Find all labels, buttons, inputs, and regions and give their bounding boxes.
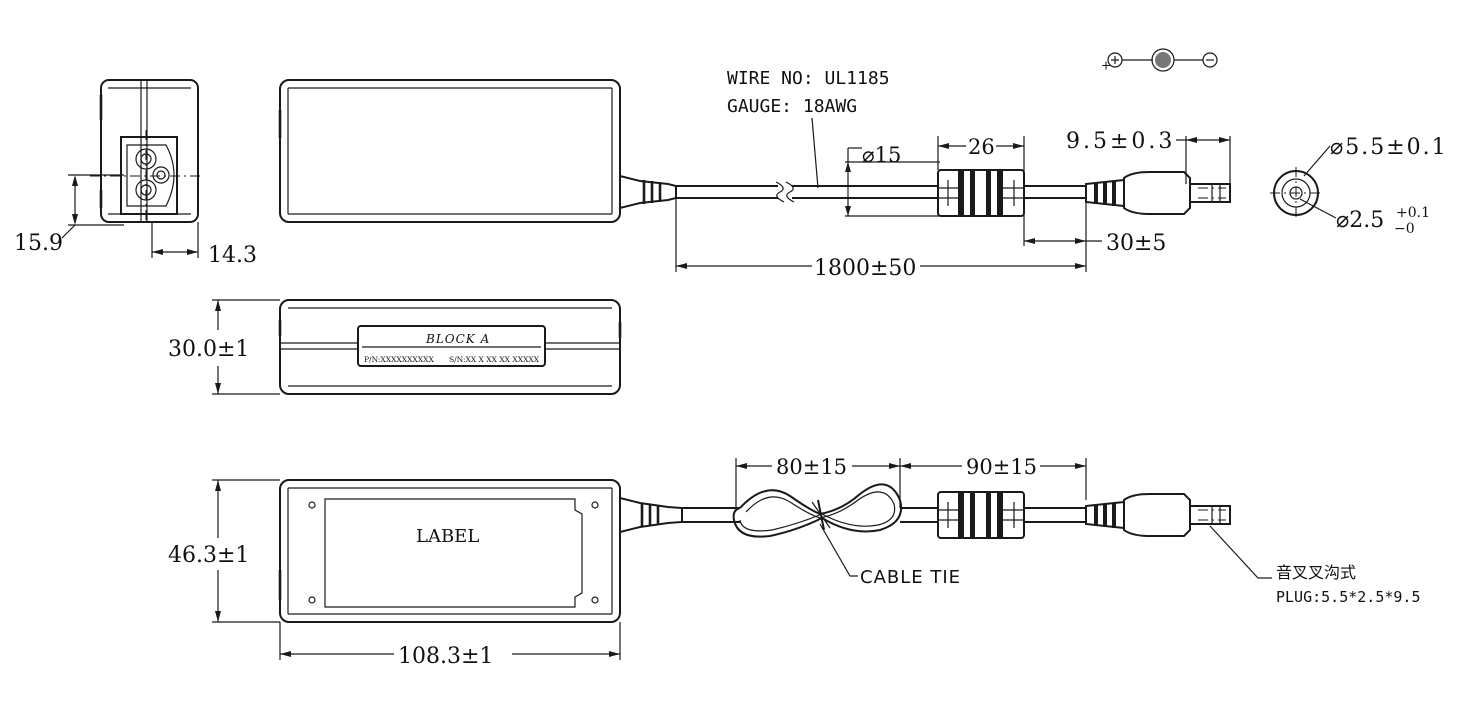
dim-dia-5-5: ⌀5.5±0.1 [1330, 135, 1448, 160]
dim-30-0: 30.0±1 [168, 337, 249, 362]
wire-no-label: WIRE NO: UL1185 [727, 68, 890, 89]
dim-26: 26 [968, 135, 995, 159]
dim-90: 90±15 [966, 455, 1037, 479]
dim-15-9: 15.9 [14, 231, 63, 256]
end-view [61, 79, 200, 258]
wire-gauge-label: GAUGE: 18AWG [727, 96, 857, 117]
dim-108-3: 108.3±1 [398, 644, 493, 669]
dim-dia-2-5-upper-tol: +0.1 [1396, 205, 1430, 221]
dim-dia-15: ⌀15 [862, 143, 901, 167]
dim-80: 80±15 [776, 455, 847, 479]
block-a-label: BLOCK A [425, 332, 490, 346]
cable-tie-label: CABLE TIE [860, 567, 961, 588]
sn-label: S/N:XX X XX XX XXXXX [449, 355, 540, 364]
plug-spec-label: PLUG:5.5*2.5*9.5 [1276, 588, 1421, 606]
polarity-minus: − [1205, 59, 1215, 73]
polarity-plus: + [1101, 59, 1111, 73]
polarity-symbol [1107, 48, 1218, 72]
dim-9-5: 9.5±0.3 [1066, 129, 1175, 154]
dim-1800: 1800±50 [814, 256, 916, 281]
top-view [278, 79, 1231, 272]
dim-30-5: 30±5 [1106, 231, 1166, 256]
label-area: LABEL [416, 526, 479, 547]
plug-face-view [1270, 145, 1337, 219]
side-view [212, 299, 622, 395]
dim-14-3: 14.3 [208, 243, 257, 268]
dim-dia-2-5: ⌀2.5 [1336, 208, 1384, 233]
bottom-view [212, 458, 1272, 660]
pn-label: P/N:XXXXXXXXXX [364, 355, 434, 364]
plug-type-cn-label: 音叉叉沟式 [1276, 563, 1356, 582]
dim-46-3: 46.3±1 [168, 543, 249, 568]
dim-dia-2-5-lower-tol: −0 [1394, 221, 1415, 237]
